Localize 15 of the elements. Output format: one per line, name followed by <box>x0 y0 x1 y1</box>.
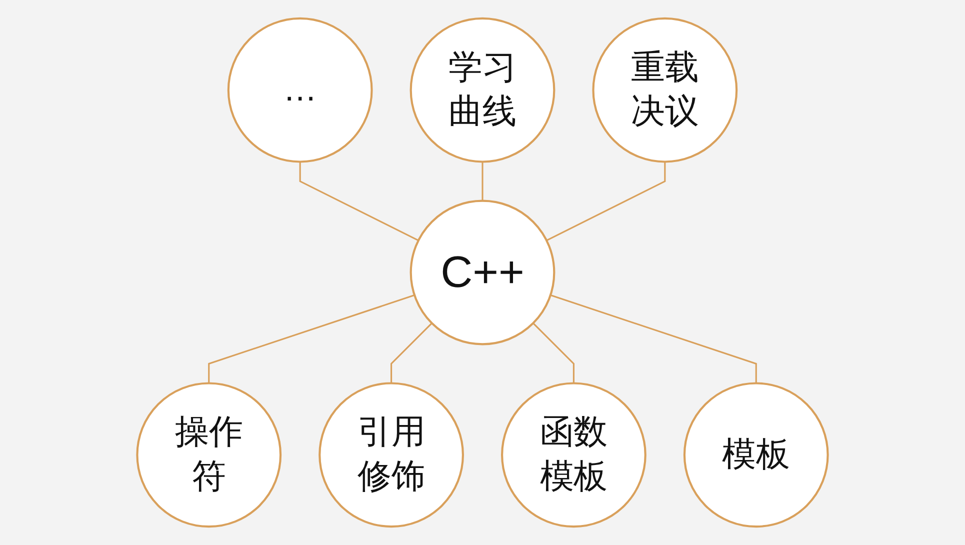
topic-label: 操作符 <box>174 411 244 498</box>
connector-line <box>299 162 419 242</box>
topic-label: 学习曲线 <box>448 46 518 132</box>
topic-label: C++ <box>440 246 524 300</box>
connector-line <box>550 294 757 384</box>
topic-label: 模板 <box>722 433 790 476</box>
connector-line <box>208 294 415 384</box>
topic-label: 函数模板 <box>538 411 609 498</box>
connector-line <box>482 162 484 201</box>
connector-line <box>532 322 574 384</box>
topic-label: 引用修饰 <box>356 411 426 498</box>
topic-label: 重载决议 <box>630 46 700 132</box>
connector-line <box>546 162 666 242</box>
connector-line <box>390 322 432 384</box>
topic-label: … <box>283 68 318 110</box>
